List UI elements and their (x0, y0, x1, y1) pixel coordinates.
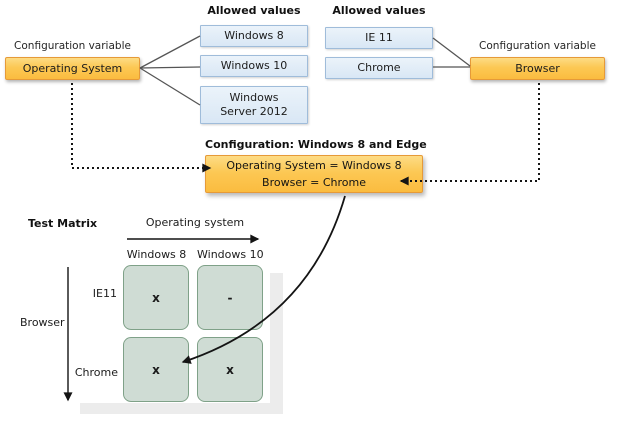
allowed-values-header-browser: Allowed values (332, 4, 426, 17)
matrix-cell-chrome-windows10: x (197, 337, 263, 402)
column-header-windows-10: Windows 10 (197, 248, 264, 261)
value-box-ie-11: IE 11 (325, 27, 433, 49)
allowed-values-header-os: Allowed values (207, 4, 301, 17)
y-axis-label: Browser (20, 316, 65, 329)
value-box-chrome: Chrome (325, 57, 433, 79)
config-variable-caption-browser: Configuration variable (479, 40, 596, 52)
x-axis-label: Operating system (145, 216, 245, 229)
connector-os-to-windows10 (139, 66, 201, 69)
value-box-windows-8: Windows 8 (200, 25, 308, 47)
value-box-windows-server-2012: Windows Server 2012 (200, 86, 308, 124)
variable-box-operating-system: Operating System (5, 57, 140, 80)
connector-ie11-to-browser (432, 37, 471, 67)
dotted-arrow-os-to-configuration (71, 83, 212, 173)
variable-box-browser: Browser (470, 57, 605, 80)
matrix-cell-chrome-windows8: x (123, 337, 189, 402)
configuration-assignment-browser: Browser = Chrome (262, 176, 366, 189)
connector-os-to-windows8 (139, 35, 201, 69)
configuration-box: Operating System = Windows 8 Browser = C… (205, 155, 423, 193)
matrix-cell-ie11-windows10: - (197, 265, 263, 330)
matrix-cell-ie11-windows8: x (123, 265, 189, 330)
config-variable-caption-os: Configuration variable (14, 40, 131, 52)
connector-os-to-windows-server (139, 67, 201, 106)
row-header-ie11: IE11 (92, 287, 117, 300)
configuration-assignment-os: Operating System = Windows 8 (226, 159, 402, 172)
test-matrix-title: Test Matrix (28, 217, 98, 230)
value-box-windows-10: Windows 10 (200, 55, 308, 77)
row-header-chrome: Chrome (74, 366, 118, 379)
column-header-windows-8: Windows 8 (126, 248, 187, 261)
configuration-title: Configuration: Windows 8 and Edge (205, 138, 427, 151)
